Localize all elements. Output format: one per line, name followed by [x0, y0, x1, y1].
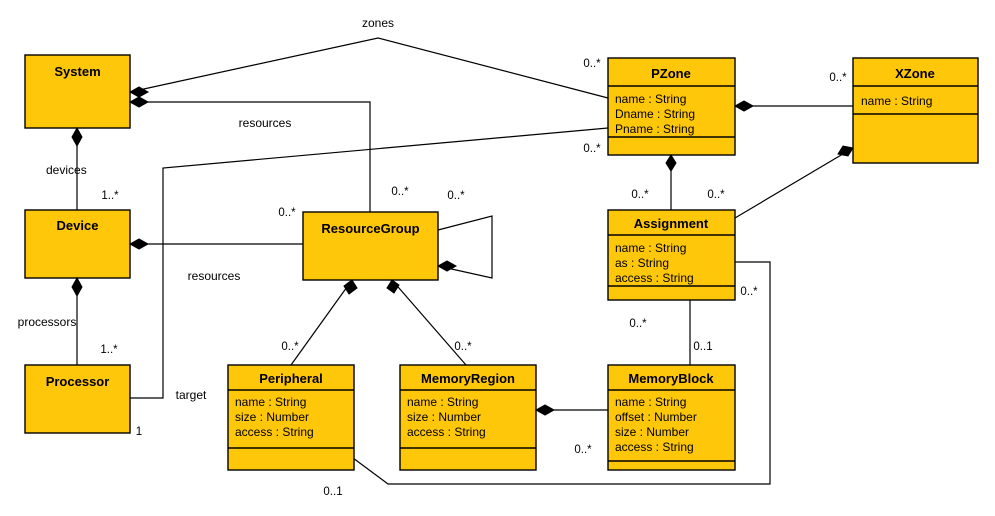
class-xzone[interactable]: XZone name : String: [852, 57, 979, 164]
class-system[interactable]: System: [24, 54, 131, 129]
composition-diamond-system-zones: [128, 86, 150, 98]
composition-diamond-pzone-xzone: [733, 100, 755, 112]
class-xzone-attr-0: name : String: [861, 94, 932, 108]
multiplicity-xzone-left: 0..*: [829, 72, 847, 84]
class-memoryregion-attr-1: size : Number: [407, 410, 481, 424]
edge-processor-pzone-target[interactable]: [130, 127, 609, 399]
class-pzone-title: PZone: [651, 66, 691, 81]
composition-diamond-pzone-assignment: [665, 154, 677, 172]
class-memoryblock-attr-3: access : String: [615, 440, 694, 454]
edge-system-pzone-zones[interactable]: [129, 37, 609, 99]
multiplicity-peripheral-up: 0..*: [281, 341, 299, 353]
class-assignment-title: Assignment: [634, 216, 709, 231]
class-assignment-attr-2: access : String: [615, 271, 694, 285]
composition-diamond-resourcegroup-self: [436, 260, 458, 272]
class-memoryblock-attr-0: name : String: [615, 395, 686, 409]
multiplicity-pzone-bottomleft: 0..*: [583, 143, 601, 155]
multiplicity-memoryblock-up: 0..1: [693, 341, 712, 353]
multiplicity-device-up: 1..*: [101, 190, 119, 202]
role-label-layer: zones resources devices resources proces…: [18, 16, 394, 402]
multiplicity-memoryregion-up: 0..*: [454, 341, 472, 353]
edge-resourcegroup-self[interactable]: [437, 215, 493, 279]
multiplicity-resourcegroup-left: 0..*: [278, 207, 296, 219]
diamond-layer: [71, 86, 854, 416]
composition-diamond-rg-memoryregion: [386, 279, 400, 294]
class-processor-title: Processor: [46, 374, 110, 389]
multiplicity-processor-up: 1..*: [100, 344, 118, 356]
class-resourcegroup[interactable]: ResourceGroup: [302, 211, 439, 281]
multiplicity-processor-one: 1: [136, 426, 142, 438]
multiplicity-assignment-down: 0..*: [629, 318, 647, 330]
edge-layer: [76, 37, 854, 485]
composition-diamond-xzone-assignment: [837, 145, 854, 157]
multiplicity-pzone-top: 0..*: [583, 58, 601, 70]
composition-diamond-device-resources: [128, 238, 150, 250]
edge-system-resourcegroup[interactable]: [130, 101, 371, 212]
class-peripheral[interactable]: Peripheral name : String size : Number a…: [227, 364, 355, 471]
multiplicity-resourcegroup-top: 0..*: [391, 186, 409, 198]
composition-diamond-system-devices: [71, 126, 83, 148]
multiplicity-assignment-topright: 0..*: [707, 189, 725, 201]
role-label-devices: devices: [46, 163, 87, 177]
edge-resourcegroup-memoryregion[interactable]: [391, 279, 467, 366]
class-assignment[interactable]: Assignment name : String as : String acc…: [607, 209, 736, 301]
composition-diamond-rg-peripheral: [343, 279, 358, 295]
multiplicity-memoryblock-left: 0..*: [574, 444, 592, 456]
class-xzone-title: XZone: [895, 66, 935, 81]
class-peripheral-attr-0: name : String: [235, 395, 306, 409]
role-label-processors: processors: [18, 315, 77, 329]
role-label-target: target: [176, 388, 207, 402]
class-memoryblock-attr-1: offset : Number: [615, 410, 697, 424]
class-system-title: System: [54, 64, 100, 79]
multiplicity-assignment-topleft: 0..*: [631, 189, 649, 201]
class-peripheral-attr-1: size : Number: [235, 410, 309, 424]
class-memoryregion[interactable]: MemoryRegion name : String size : Number…: [399, 364, 537, 471]
role-label-resources-device: resources: [188, 269, 241, 283]
composition-diamond-system-resources: [128, 96, 150, 108]
multiplicity-peripheral-down: 0..1: [323, 486, 342, 498]
class-processor[interactable]: Processor: [24, 364, 131, 434]
composition-diamond-memoryregion-memoryblock: [534, 404, 556, 416]
edge-xzone-assignment[interactable]: [734, 147, 854, 219]
class-peripheral-attr-2: access : String: [235, 425, 314, 439]
class-memoryblock-attr-2: size : Number: [615, 425, 689, 439]
class-pzone-attr-1: Dname : String: [615, 107, 695, 121]
class-device-title: Device: [57, 218, 99, 233]
class-assignment-attr-1: as : String: [615, 256, 669, 270]
multiplicity-layer: 0..* 0..* 0..* 1..* 0..* 0..* 0..* 0..* …: [100, 58, 847, 498]
multiplicity-assignment-right: 0..*: [740, 286, 758, 298]
class-pzone[interactable]: PZone name : String Dname : String Pname…: [607, 57, 736, 156]
class-memoryregion-attr-0: name : String: [407, 395, 478, 409]
edge-assignment-peripheral[interactable]: [352, 261, 771, 485]
class-device[interactable]: Device: [24, 209, 131, 279]
class-assignment-attr-0: name : String: [615, 241, 686, 255]
edge-resourcegroup-peripheral[interactable]: [290, 279, 353, 366]
class-memoryregion-attr-2: access : String: [407, 425, 486, 439]
class-memoryblock[interactable]: MemoryBlock name : String offset : Numbe…: [607, 364, 736, 471]
class-pzone-attr-0: name : String: [615, 92, 686, 106]
role-label-resources-system: resources: [239, 116, 292, 130]
role-label-zones: zones: [362, 16, 394, 30]
multiplicity-resourcegroup-topright: 0..*: [447, 190, 465, 202]
class-peripheral-title: Peripheral: [259, 371, 323, 386]
composition-diamond-device-processors: [71, 276, 83, 298]
class-pzone-attr-2: Pname : String: [615, 122, 694, 136]
class-resourcegroup-title: ResourceGroup: [321, 221, 419, 236]
class-memoryregion-title: MemoryRegion: [421, 371, 515, 386]
class-memoryblock-title: MemoryBlock: [628, 371, 714, 386]
